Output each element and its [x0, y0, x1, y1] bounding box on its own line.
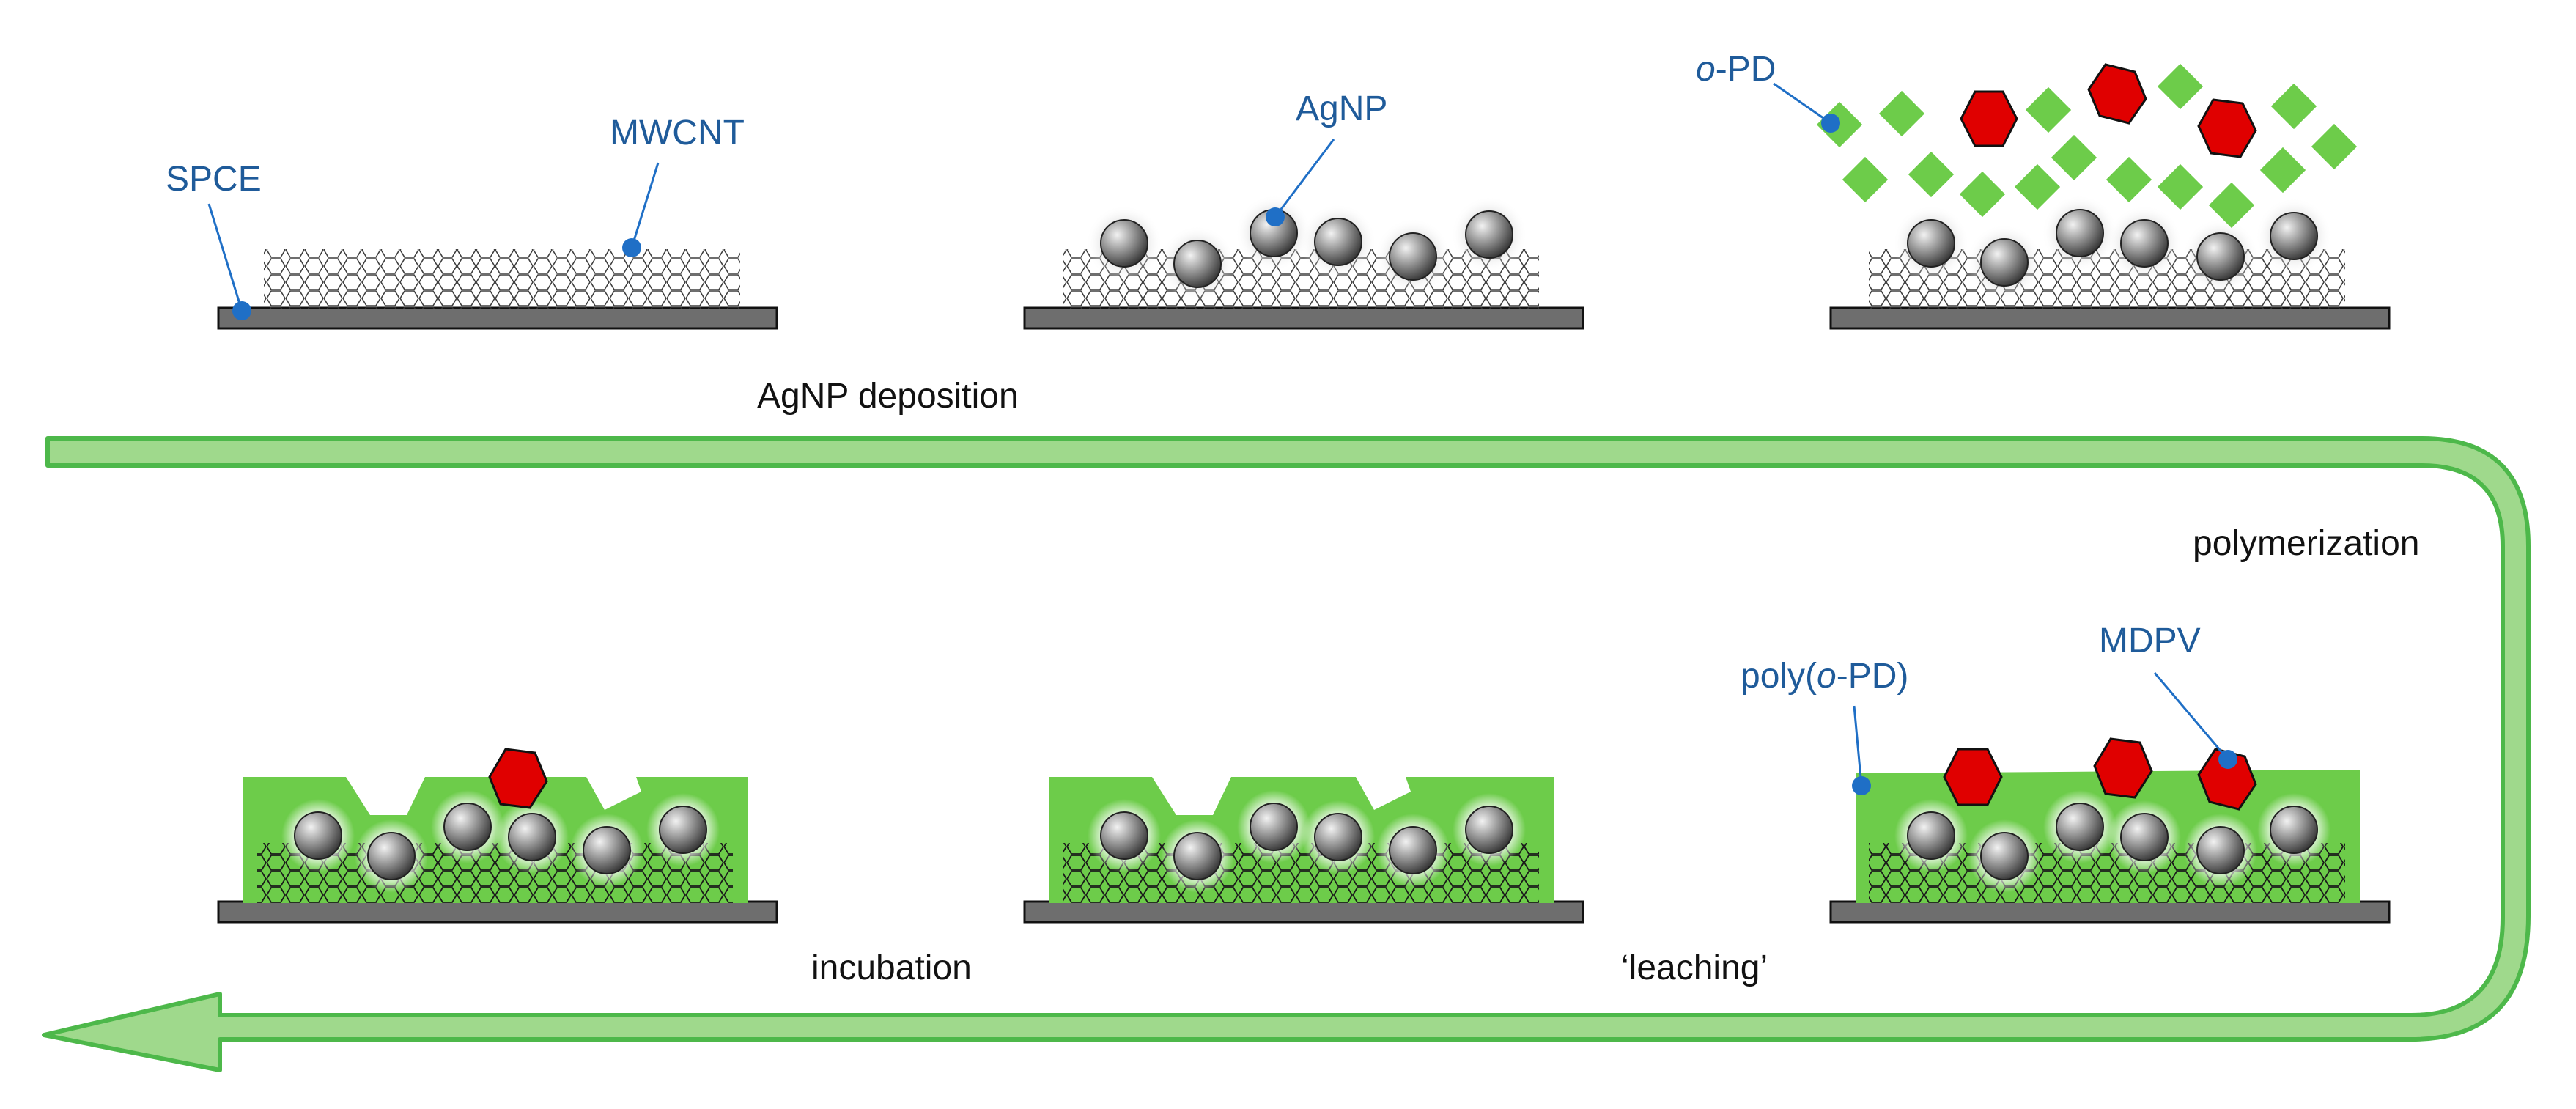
process-arrow	[42, 436, 2531, 1072]
mdpv-molecule	[2197, 748, 2257, 811]
panel-monomer-template	[1816, 63, 2391, 330]
agnp-sphere	[2196, 232, 2245, 281]
opd-monomer	[2106, 156, 2152, 203]
agnp-spheres	[1893, 195, 2332, 301]
agnp-sphere	[1465, 806, 1513, 854]
agnp-spheres	[1086, 195, 1527, 302]
mdpv-molecule	[488, 748, 548, 809]
agnp-spheres	[281, 790, 720, 893]
agnp-sphere	[2120, 219, 2169, 268]
label-opd: o-PD	[1696, 50, 1776, 89]
opd-monomer	[1908, 151, 1955, 198]
agnp-sphere	[508, 813, 556, 861]
agnp-sphere	[2120, 813, 2169, 861]
opd-monomer	[1878, 90, 1925, 137]
callout-dot	[232, 301, 251, 320]
label-poly-italic: o	[1817, 657, 1837, 696]
agnp-sphere	[294, 811, 342, 860]
agnp-sphere	[1250, 803, 1298, 851]
panel-leached	[1023, 777, 1584, 924]
agnp-sphere	[1907, 811, 1955, 860]
step-polymerization: polymerization	[2193, 524, 2419, 563]
agnp-sphere	[443, 803, 492, 851]
opd-monomer	[2025, 86, 2072, 133]
callout-dot	[1821, 114, 1840, 133]
opd-monomer	[1842, 156, 1889, 203]
agnp-sphere	[1100, 811, 1148, 860]
electrode-base	[1023, 900, 1584, 924]
callout-dot	[622, 238, 641, 257]
agnp-sphere	[1173, 240, 1222, 288]
agnp-sphere	[1980, 238, 2029, 287]
agnp-sphere	[2270, 212, 2318, 260]
agnp-sphere	[1907, 219, 1955, 268]
mdpv-templates	[1943, 737, 2257, 811]
mwcnt-layer	[264, 249, 740, 309]
agnp-sphere	[2196, 826, 2245, 874]
label-mdpv: MDPV	[2099, 622, 2201, 660]
mdpv-molecule	[2093, 737, 2153, 799]
agnp-sphere	[2056, 209, 2104, 257]
agnp-sphere	[367, 832, 416, 880]
agnp-sphere	[1314, 813, 1362, 861]
agnp-spheres	[1088, 790, 1526, 893]
agnp-sphere	[2056, 803, 2104, 851]
electrode-base	[1829, 306, 2391, 330]
label-poly-suffix: -PD)	[1837, 657, 1909, 696]
opd-monomer	[2014, 163, 2061, 210]
label-mwcnt: MWCNT	[610, 114, 745, 152]
agnp-sphere	[1465, 210, 1513, 259]
electrode-base	[217, 900, 778, 924]
opd-monomer	[2311, 123, 2358, 170]
label-agnp: AgNP	[1296, 89, 1387, 128]
mdpv-molecule	[2087, 63, 2147, 125]
agnp-sphere	[1314, 218, 1362, 266]
agnp-sphere	[1980, 832, 2029, 880]
mdpv-molecule	[1943, 748, 2003, 806]
opd-monomer	[2051, 134, 2097, 181]
agnp-sphere	[583, 826, 631, 874]
panel-agnp	[1023, 195, 1584, 330]
mdpv-molecule	[1960, 90, 2018, 147]
electrode-base	[1023, 306, 1584, 330]
panel-spce-mwcnt	[217, 249, 778, 330]
opd-monomer	[2157, 163, 2204, 210]
label-poly-prefix: poly(	[1741, 657, 1817, 696]
callout-dot	[1852, 776, 1871, 795]
agnp-sphere	[1389, 826, 1437, 874]
electrode-base	[217, 306, 778, 330]
opd-monomer	[2259, 147, 2306, 194]
electrode-base	[1829, 900, 2391, 924]
label-opd-italic: o	[1696, 50, 1716, 89]
agnp-sphere	[1389, 232, 1437, 281]
panel-polymerized	[1829, 737, 2391, 924]
label-spce: SPCE	[166, 160, 262, 199]
agnp-sphere	[2270, 806, 2318, 854]
opd-monomer	[2270, 83, 2317, 130]
step-incubation: incubation	[811, 948, 972, 987]
callout-dot	[1266, 207, 1285, 226]
opd-monomer	[1959, 171, 2006, 218]
step-leaching: ‘leaching’	[1621, 948, 1768, 987]
agnp-sphere	[1173, 832, 1222, 880]
label-poly-opd: poly(o-PD)	[1741, 657, 1908, 696]
callouts	[207, 82, 2229, 786]
mdpv-templates	[1960, 63, 2257, 158]
agnp-sphere	[659, 806, 707, 854]
step-agnp-deposition: AgNP deposition	[757, 377, 1019, 416]
mdpv-molecule	[2197, 98, 2257, 158]
label-opd-rest: -PD	[1716, 50, 1776, 89]
panel-incubated	[217, 748, 778, 924]
callout-dot	[2218, 750, 2237, 769]
opd-monomer	[2157, 63, 2204, 110]
agnp-sphere	[1100, 219, 1148, 268]
agnp-spheres	[1894, 790, 2330, 893]
callout-dots	[232, 114, 2237, 795]
